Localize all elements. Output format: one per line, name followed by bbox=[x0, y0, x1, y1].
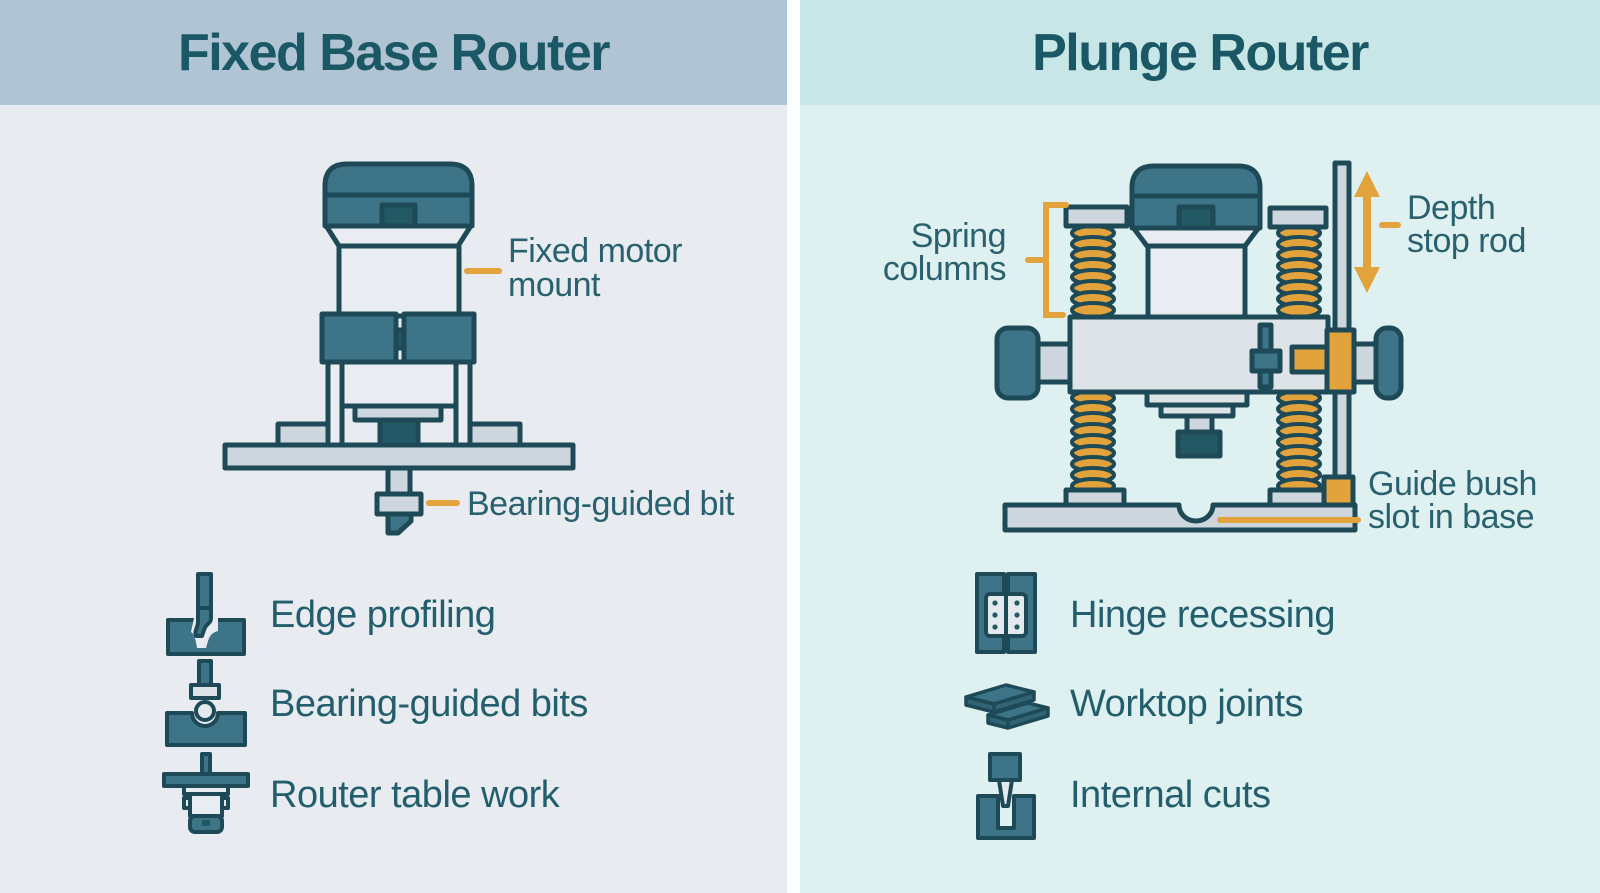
internal-cuts-icon bbox=[976, 752, 1036, 840]
handle-knob-right bbox=[1373, 325, 1404, 401]
base-flange-right bbox=[467, 421, 523, 448]
clamp-right bbox=[401, 311, 477, 365]
motor-barrel bbox=[1145, 243, 1248, 321]
motor-barrel bbox=[336, 243, 462, 319]
plunge-housing bbox=[1067, 314, 1331, 395]
clamp-left bbox=[319, 311, 399, 365]
hinge-recessing-icon bbox=[975, 572, 1037, 654]
handle-stem-left bbox=[1035, 341, 1073, 385]
use-label: Worktop joints bbox=[1070, 682, 1304, 725]
guide-bush-label-line2: slot in base bbox=[1368, 498, 1534, 536]
use-label: Edge profiling bbox=[270, 593, 496, 636]
power-switch bbox=[1176, 204, 1216, 231]
bit-shaft bbox=[385, 465, 413, 497]
depth-clamp-tab bbox=[1289, 344, 1331, 375]
use-label: Bearing-guided bits bbox=[270, 682, 588, 725]
spring-cap-right bbox=[1267, 205, 1329, 230]
fixed-base-router-title: Fixed Base Router bbox=[177, 23, 611, 82]
use-label: Internal cuts bbox=[1070, 773, 1271, 816]
fixed-base-router-diagram: Fixed motor mount Bearing-guided bit bbox=[222, 161, 736, 536]
spring-column-right bbox=[1276, 224, 1322, 495]
handle-knob-left bbox=[994, 325, 1041, 401]
spring-columns-bracket bbox=[1025, 202, 1069, 318]
use-row-router-table-work: Router table work bbox=[162, 750, 560, 840]
base-plate-with-guide-slot bbox=[1002, 502, 1358, 533]
bearing-guided-bits-icon bbox=[165, 659, 247, 747]
plunge-router-diagram: Spring columns Depth stop rod Guide bush… bbox=[883, 160, 1537, 536]
base-flange-left bbox=[275, 421, 331, 448]
router-table-icon bbox=[162, 752, 250, 834]
fixed-router-illustration bbox=[222, 161, 576, 536]
collet-chuck bbox=[377, 417, 421, 448]
plunge-router-illustration bbox=[994, 160, 1404, 533]
depth-lever-knob bbox=[1249, 348, 1283, 374]
plunge-router-title: Plunge Router bbox=[1032, 23, 1369, 82]
rod-clamp-bottom bbox=[1321, 474, 1356, 508]
spring-columns-label-line1: Spring bbox=[911, 217, 1006, 255]
use-row-internal-cuts: Internal cuts bbox=[962, 750, 1271, 840]
plunge-router-header: Plunge Router bbox=[800, 0, 1600, 105]
depth-label-line1: Depth bbox=[1407, 189, 1495, 227]
plunge-router-panel: Plunge Router bbox=[800, 0, 1600, 893]
spring-cap-left bbox=[1063, 204, 1130, 229]
power-switch bbox=[379, 202, 418, 229]
use-label: Router table work bbox=[270, 773, 560, 816]
use-row-edge-profiling: Edge profiling bbox=[162, 570, 496, 660]
use-row-worktop-joints: Worktop joints bbox=[962, 659, 1304, 749]
base-plate bbox=[222, 442, 576, 471]
panel-divider bbox=[787, 0, 800, 893]
motor-mount-label-line2: mount bbox=[508, 266, 601, 304]
collet-chuck bbox=[1175, 429, 1223, 459]
lower-body bbox=[339, 359, 459, 409]
fixed-base-router-header: Fixed Base Router bbox=[0, 0, 787, 105]
depth-label-line2: stop rod bbox=[1407, 222, 1526, 260]
motor-mount-label-line1: Fixed motor bbox=[508, 232, 682, 270]
edge-profiling-icon bbox=[166, 572, 246, 656]
worktop-joints-icon bbox=[964, 683, 1050, 730]
use-row-bearing-guided-bits: Bearing-guided bits bbox=[162, 659, 588, 749]
spring-columns-label-line2: columns bbox=[883, 250, 1006, 288]
guide-bush-label-line1: Guide bush bbox=[1368, 465, 1537, 503]
use-row-hinge-recessing: Hinge recessing bbox=[962, 570, 1335, 660]
fixed-base-router-panel: Fixed Base Router bbox=[0, 0, 787, 893]
bit-bearing bbox=[374, 491, 424, 517]
depth-double-arrow bbox=[1354, 171, 1380, 293]
bearing-bit-label: Bearing-guided bit bbox=[467, 485, 735, 523]
bit-tip bbox=[385, 511, 414, 536]
depth-clamp-block bbox=[1324, 327, 1357, 395]
use-label: Hinge recessing bbox=[1070, 593, 1335, 636]
